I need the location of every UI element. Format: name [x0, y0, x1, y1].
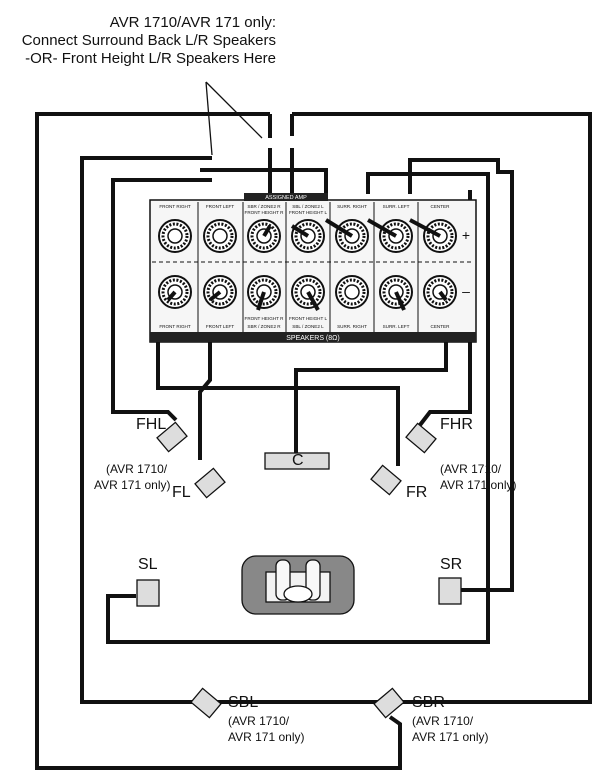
fhl-speaker-icon	[156, 421, 188, 453]
terminal-top-label: CENTER	[431, 204, 451, 209]
terminal-top-label: SURR. RIGHT	[337, 204, 367, 209]
fhl-label: FHL	[136, 416, 167, 433]
negative-terminal-icon	[335, 275, 369, 309]
positive-terminal-icon	[203, 219, 237, 253]
fhr-sub-1: (AVR 1710/	[440, 462, 502, 476]
wire-end	[256, 291, 266, 311]
center-label: C	[292, 452, 304, 469]
wire-end	[394, 291, 406, 311]
connection-note: AVR 1710/AVR 171 only: Connect Surround …	[10, 14, 276, 68]
fr-label: FR	[406, 484, 428, 501]
terminal-bottom-label: SBR / ZONE2 R	[247, 324, 281, 329]
terminal-top-label-2: FRONT HEIGHT R	[245, 210, 285, 215]
note-pointer-lines	[205, 81, 263, 156]
wire-end	[367, 218, 397, 238]
fl-speaker-icon	[194, 467, 226, 499]
wire-end	[438, 290, 448, 302]
sbr-speaker-icon	[373, 687, 405, 719]
terminal-bottom-label: CENTER	[431, 324, 451, 329]
panel-footer-label: SPEAKERS (8Ω)	[286, 335, 339, 342]
wire-end	[409, 218, 441, 238]
fl-label: FL	[172, 484, 191, 501]
terminal-bottom-label-2: FRONT HEIGHT L	[289, 316, 328, 321]
fhr-speaker-icon	[405, 422, 437, 454]
positive-terminal-icon	[158, 219, 192, 253]
sbl-sub-2: AVR 171 only)	[228, 730, 305, 744]
assigned-amp-label: ASSIGNED AMP	[265, 195, 307, 201]
note-line-2: Connect Surround Back L/R Speakers	[21, 32, 276, 49]
terminal-bottom-label-2: FRONT HEIGHT R	[245, 316, 285, 321]
center-speaker-icon	[264, 452, 330, 470]
terminal-top-label: SBR / ZONE2 R	[247, 204, 281, 209]
wire-end	[208, 290, 222, 302]
sbl-sub-1: (AVR 1710/	[228, 714, 290, 728]
sbr-sub-2: AVR 171 only)	[412, 730, 489, 744]
terminal-bottom-label: FRONT LEFT	[206, 324, 234, 329]
wire-end	[290, 224, 310, 238]
sbl-label: SBL	[228, 694, 259, 711]
sbl-speaker-icon	[190, 687, 222, 719]
terminal-top-label-2: FRONT HEIGHT L	[289, 210, 328, 215]
plus-sign: +	[462, 227, 470, 243]
terminal-bottom-label: SBL / ZONE2 L	[292, 324, 324, 329]
terminal-top-label: SBL / ZONE2 L	[292, 204, 324, 209]
terminal-bottom-label: SURR. RIGHT	[337, 324, 367, 329]
terminal-top-label: FRONT LEFT	[206, 204, 234, 209]
sr-label: SR	[440, 556, 463, 573]
note-line-3: -OR- Front Height L/R Speakers Here	[25, 50, 276, 67]
terminal-top-label: FRONT RIGHT	[159, 204, 190, 209]
wire-end	[262, 224, 272, 238]
sbr-label: SBR	[412, 694, 445, 711]
listener-sofa-icon	[241, 555, 355, 615]
fhr-sub-2: AVR 171 only)	[440, 478, 517, 492]
fhl-sub-2: AVR 171 only)	[94, 478, 171, 492]
terminal-panel: ASSIGNED AMP SPEAKERS (8Ω) + – FRONT RIG…	[149, 193, 477, 343]
fhr-label: FHR	[440, 416, 473, 433]
fr-speaker-icon	[370, 464, 402, 496]
sbr-sub-1: (AVR 1710/	[412, 714, 474, 728]
terminal-bottom-label: FRONT RIGHT	[159, 324, 190, 329]
fhl-sub-1: (AVR 1710/	[106, 462, 168, 476]
terminal-top-label: SURR. LEFT	[383, 204, 410, 209]
minus-sign: –	[462, 283, 470, 299]
sr-speaker-icon	[438, 577, 462, 605]
note-line-1: AVR 1710/AVR 171 only:	[109, 14, 276, 31]
wire-end	[306, 291, 320, 311]
speaker-icons	[136, 421, 462, 719]
wire-end	[166, 290, 177, 302]
sl-label: SL	[138, 556, 158, 573]
sl-speaker-icon	[136, 579, 160, 607]
terminal-bottom-label: SURR. LEFT	[383, 324, 410, 329]
wire-end	[324, 218, 354, 238]
